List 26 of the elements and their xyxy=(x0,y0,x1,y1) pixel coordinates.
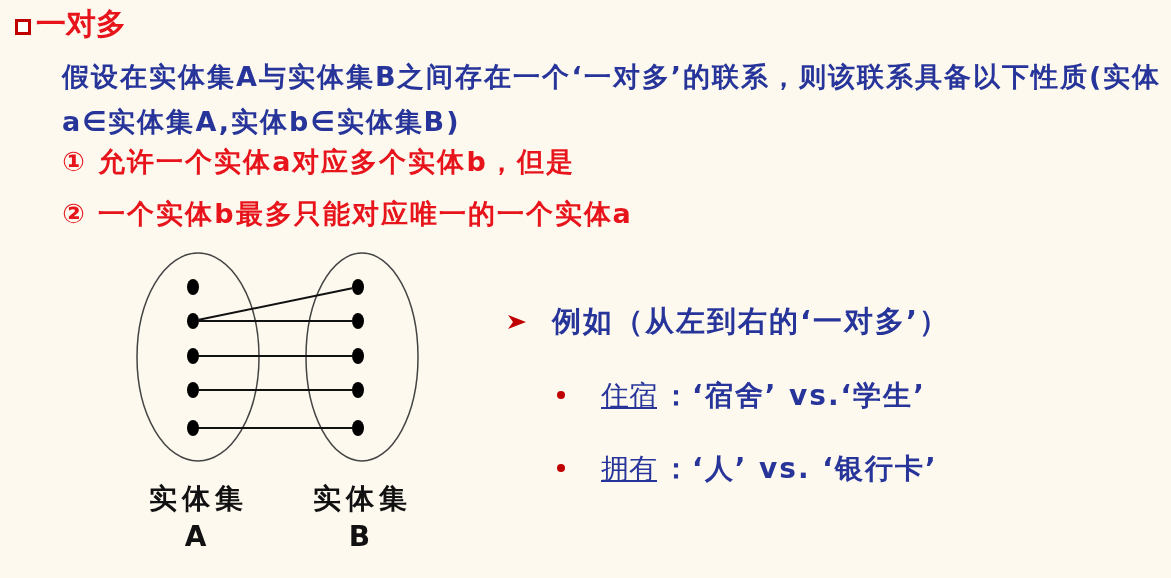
dot xyxy=(187,348,199,364)
dot xyxy=(352,348,364,364)
bullet-text: 例如（从左到右的‘一对多’） xyxy=(552,303,951,340)
dot xyxy=(187,382,199,398)
connector-line xyxy=(198,389,353,391)
dot xyxy=(187,279,199,295)
paragraph: 假设在实体集A与实体集B之间存在一个‘一对多’的联系，则该联系具备以下性质(实体a∈实体集A,实体b∈实体集B) xyxy=(62,60,1163,139)
numbered-item: ① 允许一个实体a对应多个实体b，但是 xyxy=(62,145,575,179)
heading: 一对多 xyxy=(36,5,126,43)
dot xyxy=(352,420,364,436)
connector-line xyxy=(198,355,353,357)
example-text: ：‘人’ vs. ‘银行卡’ xyxy=(662,451,938,487)
underlined-term: 拥有 xyxy=(601,451,657,487)
connector-line xyxy=(198,320,353,322)
dot xyxy=(352,382,364,398)
connector-line xyxy=(198,427,353,429)
dot xyxy=(187,313,199,329)
underlined-term: 住宿 xyxy=(601,378,657,414)
set-label: 实体集 A xyxy=(147,481,249,555)
dot xyxy=(187,420,199,436)
set-label: 实体集 B xyxy=(311,481,413,555)
dot xyxy=(352,279,364,295)
dot xyxy=(352,313,364,329)
connector-line xyxy=(197,287,354,321)
numbered-item: ② 一个实体b最多只能对应唯一的一个实体a xyxy=(62,197,633,231)
example-text: ：‘宿舍’ vs.‘学生’ xyxy=(662,378,926,414)
